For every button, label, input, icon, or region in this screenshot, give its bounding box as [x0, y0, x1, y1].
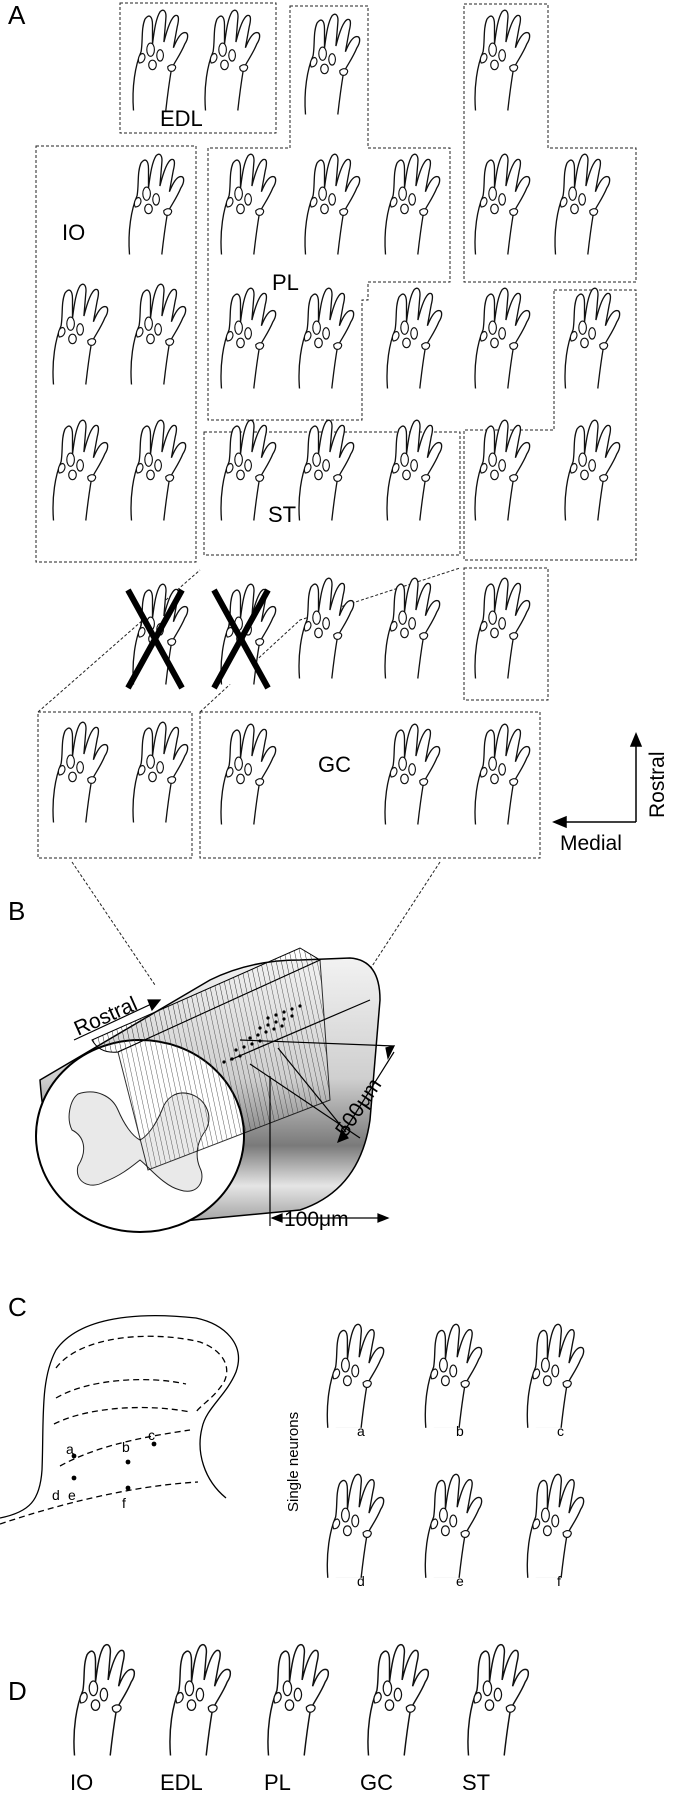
paw-receptive-field-map	[526, 1323, 585, 1429]
paw-label-d: d	[357, 1573, 365, 1589]
panel-a-letter: A	[8, 0, 26, 30]
paw-receptive-field-map	[367, 1643, 430, 1757]
site-d: d	[52, 1487, 60, 1503]
site-e: e	[68, 1487, 76, 1503]
muscle-gc: GC	[360, 1770, 393, 1795]
single-neurons-label: Single neurons	[285, 1412, 302, 1512]
right-border	[463, 289, 637, 561]
site-a: a	[66, 1441, 74, 1457]
paw-label-a: a	[357, 1423, 365, 1439]
paw-receptive-field-map	[424, 1323, 483, 1429]
paw-receptive-field-map	[564, 287, 621, 390]
panel-d-paw-maps	[73, 1643, 530, 1757]
paw-receptive-field-map	[384, 723, 441, 826]
paw-receptive-field-map	[169, 1643, 232, 1757]
paw-receptive-field-map	[52, 283, 109, 386]
paw-receptive-field-map	[326, 1473, 385, 1579]
panel-d-letter: D	[8, 1676, 27, 1706]
paw-label-b: b	[456, 1423, 464, 1439]
muscle-edl: EDL	[160, 1770, 203, 1795]
paw-receptive-field-map	[474, 577, 531, 680]
edl-border	[119, 2, 277, 134]
gc-right-border	[199, 711, 541, 859]
paw-receptive-field-map	[474, 723, 531, 826]
paw-label-e: e	[456, 1573, 464, 1589]
pl-border	[207, 5, 451, 421]
paw-receptive-field-map	[204, 9, 261, 112]
group-borders	[35, 2, 637, 859]
mid-right-border	[463, 567, 549, 701]
paw-receptive-field-map	[128, 153, 185, 256]
st-border	[203, 431, 461, 556]
orientation-axes	[552, 732, 643, 829]
excluded-cross-marks	[125, 588, 271, 690]
label-edl: EDL	[160, 106, 203, 131]
gc-left-border	[37, 711, 193, 859]
paw-receptive-field-map	[474, 419, 531, 522]
paw-receptive-field-map	[474, 9, 531, 112]
io-border	[35, 145, 197, 563]
paw-label-f: f	[557, 1573, 561, 1589]
paw-receptive-field-map	[73, 1643, 136, 1757]
site-c: c	[148, 1427, 155, 1443]
paw-receptive-field-map	[130, 419, 187, 522]
paw-receptive-field-map	[132, 9, 189, 112]
panel-c-paw-maps	[326, 1323, 585, 1579]
axis-medial: Medial	[560, 832, 622, 855]
paw-receptive-field-map	[52, 419, 109, 522]
label-st: ST	[268, 502, 296, 527]
paw-receptive-field-map	[304, 13, 361, 116]
paw-receptive-field-map	[554, 153, 611, 256]
paw-receptive-field-map	[130, 283, 187, 386]
label-io: IO	[62, 220, 85, 245]
paw-receptive-field-map	[384, 577, 441, 680]
paw-receptive-field-map	[132, 721, 189, 824]
upper-right-border	[463, 3, 637, 283]
recording-sites	[222, 1004, 302, 1064]
paw-receptive-field-map	[474, 287, 531, 390]
paw-receptive-field-map	[220, 723, 277, 826]
spinal-cord-cylinder: Rostral 500μm 100μm	[35, 947, 396, 1233]
paw-receptive-field-map	[384, 153, 441, 256]
axis-rostral: Rostral	[646, 751, 669, 818]
dorsal-horn-section	[0, 1315, 240, 1525]
paw-receptive-field-map	[298, 419, 355, 522]
paw-receptive-field-map	[467, 1643, 530, 1757]
paw-receptive-field-map	[267, 1643, 330, 1757]
paw-receptive-field-map	[220, 583, 277, 686]
paw-label-c: c	[557, 1423, 564, 1439]
panel-c-letter: C	[8, 1292, 27, 1322]
paw-receptive-field-map	[424, 1473, 483, 1579]
paw-receptive-field-map	[326, 1323, 385, 1429]
dim-100um: 100μm	[284, 1208, 349, 1231]
paw-receptive-field-map	[386, 419, 443, 522]
paw-receptive-field-map	[52, 721, 109, 824]
site-f: f	[122, 1495, 126, 1511]
label-pl: PL	[272, 270, 299, 295]
paw-receptive-field-map	[220, 419, 277, 522]
muscle-st: ST	[462, 1770, 490, 1795]
paw-receptive-field-map	[298, 287, 355, 390]
paw-receptive-field-map	[304, 153, 361, 256]
paw-receptive-field-map	[220, 287, 277, 390]
paw-receptive-field-map	[298, 577, 355, 680]
paw-receptive-field-map	[386, 287, 443, 390]
neuron-sites	[71, 1441, 157, 1491]
site-b: b	[122, 1439, 130, 1455]
muscle-pl: PL	[264, 1770, 291, 1795]
paw-receptive-field-map	[474, 153, 531, 256]
paw-receptive-field-map	[564, 419, 621, 522]
label-gc: GC	[318, 752, 351, 777]
panel-a-paw-maps	[52, 9, 621, 826]
muscle-io: IO	[70, 1770, 93, 1795]
paw-receptive-field-map	[526, 1473, 585, 1579]
panel-b-letter: B	[8, 896, 25, 926]
paw-receptive-field-map	[220, 153, 277, 256]
